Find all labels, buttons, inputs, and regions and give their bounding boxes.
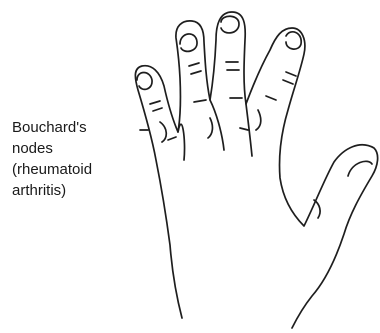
- label-line: (rheumatoid: [12, 159, 162, 180]
- knuckle-crease: [150, 101, 160, 104]
- knuckle-crease: [191, 71, 201, 74]
- knuckle-crease: [168, 137, 176, 140]
- fingernail: [348, 161, 372, 176]
- label-line: Bouchard's: [12, 117, 162, 138]
- knuckle-crease: [240, 128, 248, 130]
- bouchards-nodes-label: Bouchard's nodes (rheumatoid arthritis): [12, 117, 162, 201]
- knuckle-crease: [153, 108, 162, 111]
- fingernail: [137, 73, 152, 90]
- hand-outline: [135, 12, 377, 328]
- knuckle-crease: [283, 80, 293, 84]
- bouchard-node: [256, 110, 261, 130]
- fingernail: [221, 16, 239, 33]
- knuckle-crease: [266, 96, 276, 100]
- fingernail: [286, 32, 301, 49]
- fingernail: [180, 34, 197, 51]
- label-line: nodes: [12, 138, 162, 159]
- finger-line: [178, 124, 185, 160]
- bouchard-node: [208, 118, 212, 138]
- knuckle-crease: [189, 63, 199, 66]
- knuckle-crease: [286, 72, 296, 76]
- knuckle-crease: [194, 100, 206, 102]
- label-line: arthritis): [12, 180, 162, 201]
